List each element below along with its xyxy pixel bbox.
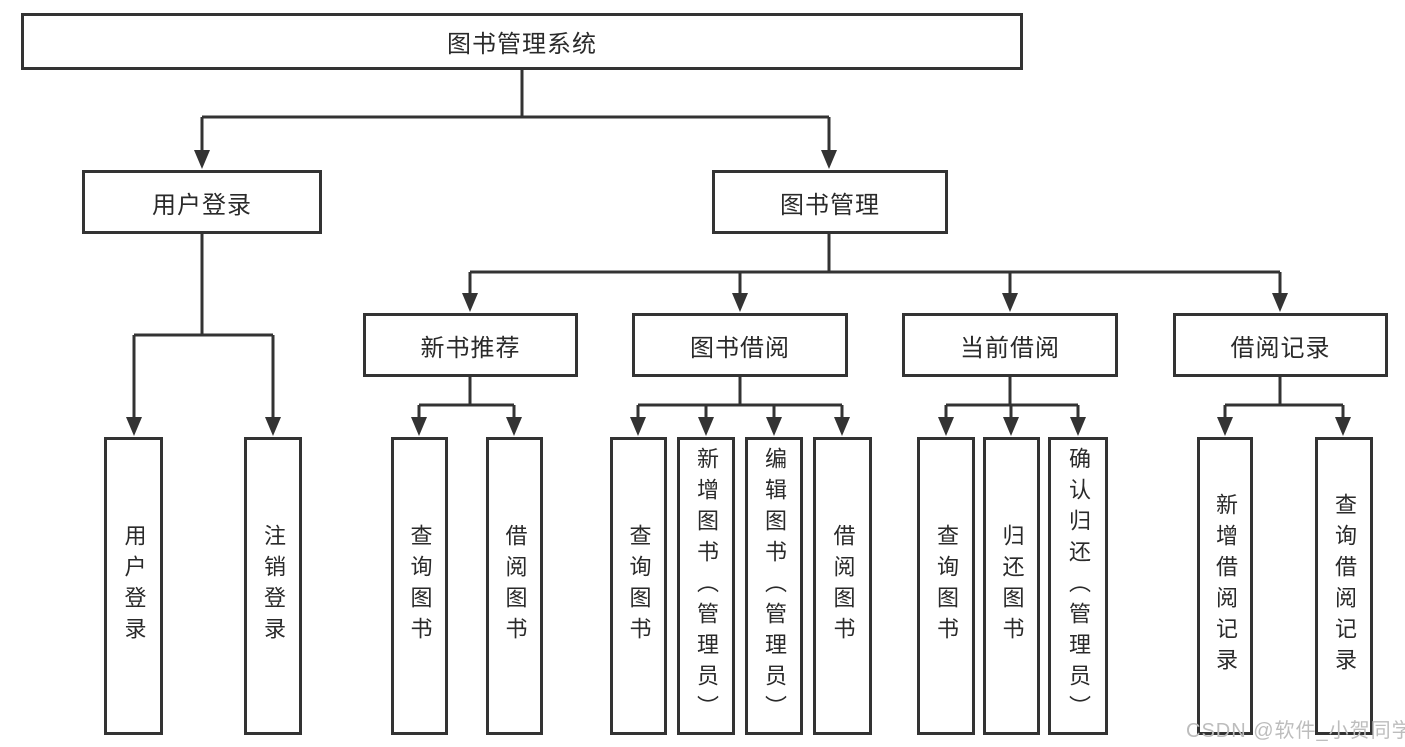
node-cb-query-books: 查询图书 — [917, 437, 975, 735]
node-logout: 注销登录 — [244, 437, 302, 735]
node-book-borrowing: 图书借阅 — [632, 313, 848, 377]
node-br-add-record: 新增借阅记录 — [1197, 437, 1253, 735]
node-nbr-query-books-label: 查询图书 — [407, 524, 433, 648]
node-root-system-label: 图书管理系统 — [447, 31, 597, 58]
node-book-management: 图书管理 — [712, 170, 948, 234]
node-bb-edit-books-admin-label: 编辑图书（管理员） — [762, 446, 787, 726]
node-user-login: 用户登录 — [104, 437, 163, 735]
node-borrow-records: 借阅记录 — [1173, 313, 1388, 377]
node-br-query-record-label: 查询借阅记录 — [1332, 493, 1357, 679]
node-bb-add-books-admin-label: 新增图书（管理员） — [694, 446, 719, 726]
node-br-query-record: 查询借阅记录 — [1315, 437, 1373, 735]
watermark: CSDN @软件_小贺同学 — [1186, 720, 1405, 742]
node-bb-query-books-label: 查询图书 — [626, 524, 652, 648]
node-bb-borrow-books-label: 借阅图书 — [830, 524, 856, 648]
node-bb-query-books: 查询图书 — [610, 437, 667, 735]
node-book-management-label: 图书管理 — [780, 191, 880, 219]
node-new-book-recommend: 新书推荐 — [363, 313, 578, 377]
node-new-book-recommend-label: 新书推荐 — [420, 334, 521, 362]
node-cb-return-books-label: 归还图书 — [999, 524, 1025, 648]
node-cb-confirm-return-admin: 确认归还（管理员） — [1048, 437, 1108, 735]
node-root-system: 图书管理系统 — [21, 13, 1023, 70]
node-nbr-borrow-books-label: 借阅图书 — [502, 524, 528, 648]
node-current-borrowing-label: 当前借阅 — [960, 334, 1060, 362]
node-cb-return-books: 归还图书 — [983, 437, 1040, 735]
node-bb-edit-books-admin: 编辑图书（管理员） — [745, 437, 803, 735]
node-current-borrowing: 当前借阅 — [902, 313, 1118, 377]
node-book-borrowing-label: 图书借阅 — [690, 334, 790, 362]
node-br-add-record-label: 新增借阅记录 — [1213, 493, 1238, 679]
node-bb-add-books-admin: 新增图书（管理员） — [677, 437, 735, 735]
node-bb-borrow-books: 借阅图书 — [813, 437, 872, 735]
node-user-login-group: 用户登录 — [82, 170, 322, 234]
node-cb-confirm-return-admin-label: 确认归还（管理员） — [1066, 446, 1091, 726]
node-logout-label: 注销登录 — [261, 524, 286, 648]
node-user-login-label: 用户登录 — [121, 524, 147, 648]
node-borrow-records-label: 借阅记录 — [1230, 334, 1331, 362]
node-user-login-group-label: 用户登录 — [152, 191, 252, 219]
node-cb-query-books-label: 查询图书 — [934, 524, 959, 648]
node-nbr-query-books: 查询图书 — [391, 437, 448, 735]
node-nbr-borrow-books: 借阅图书 — [486, 437, 543, 735]
